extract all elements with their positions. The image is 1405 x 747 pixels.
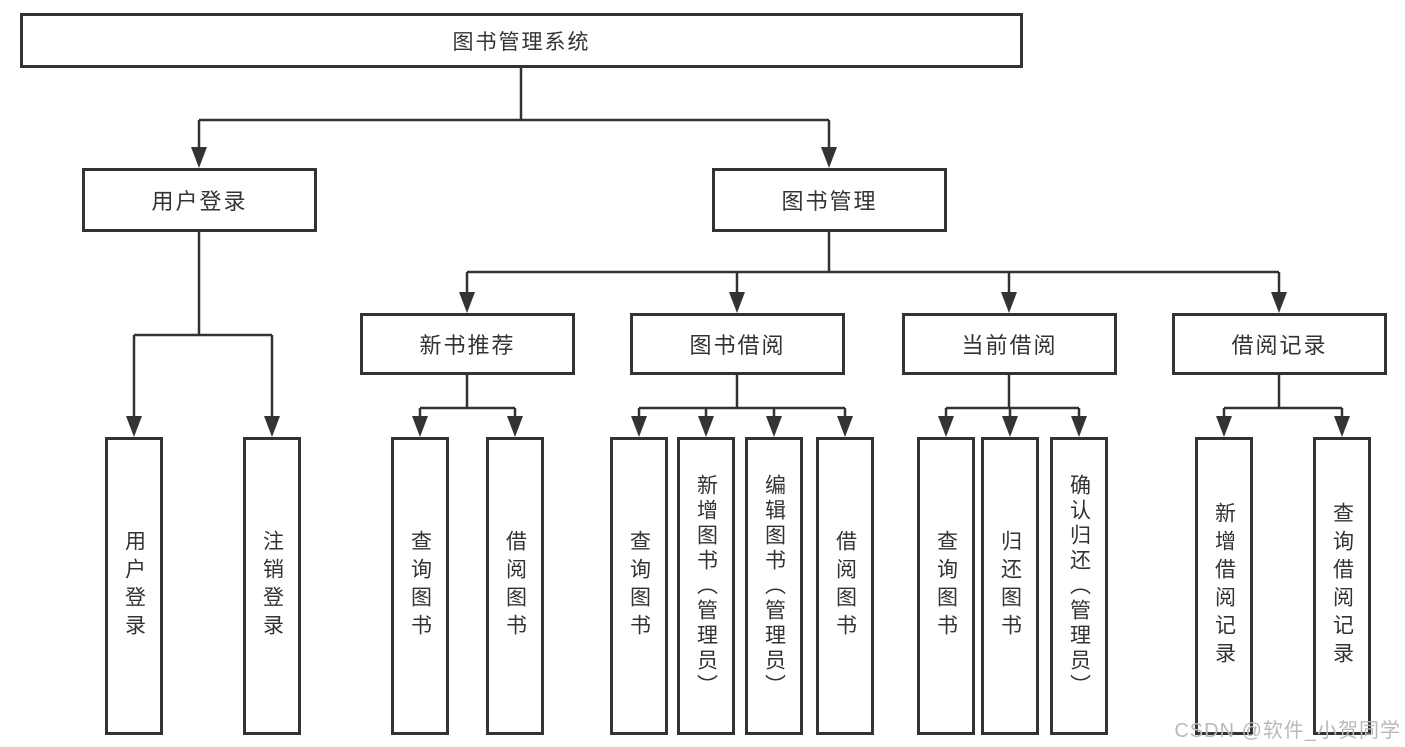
node-borrow-record: 借阅记录 xyxy=(1172,313,1387,375)
node-new-book-recommend: 新书推荐 xyxy=(360,313,575,375)
leaf-user-login: 用户登录 xyxy=(105,437,163,735)
leaf-borrow-books-1: 借阅图书 xyxy=(486,437,544,735)
leaf-query-borrow-record: 查询借阅记录 xyxy=(1313,437,1371,735)
node-book-management: 图书管理 xyxy=(712,168,947,232)
node-user-login: 用户登录 xyxy=(82,168,317,232)
leaf-borrow-books-2: 借阅图书 xyxy=(816,437,874,735)
csdn-watermark: CSDN @软件_小贺同学 xyxy=(1174,720,1401,742)
leaf-add-borrow-record: 新增借阅记录 xyxy=(1195,437,1253,735)
leaf-return-book: 归还图书 xyxy=(981,437,1039,735)
leaf-logout: 注销登录 xyxy=(243,437,301,735)
leaf-add-book-admin: 新增图书（管理员） xyxy=(677,437,735,735)
node-current-borrow: 当前借阅 xyxy=(902,313,1117,375)
leaf-confirm-return-admin: 确认归还（管理员） xyxy=(1050,437,1108,735)
leaf-edit-book-admin: 编辑图书（管理员） xyxy=(745,437,803,735)
node-library-management-system: 图书管理系统 xyxy=(20,13,1023,68)
leaf-query-books-3: 查询图书 xyxy=(917,437,975,735)
node-book-borrow: 图书借阅 xyxy=(630,313,845,375)
leaf-query-books-2: 查询图书 xyxy=(610,437,668,735)
leaf-query-books-1: 查询图书 xyxy=(391,437,449,735)
